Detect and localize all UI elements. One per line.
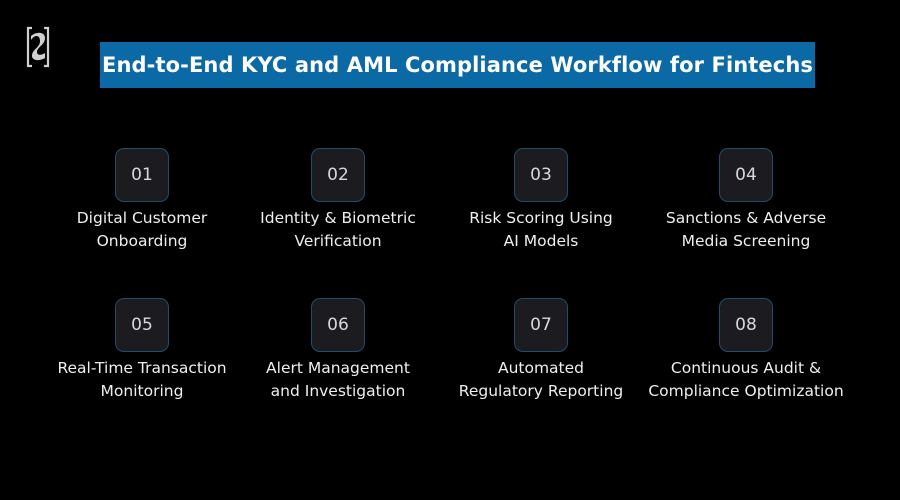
step-label-line2: Monitoring [100,382,184,400]
step-label: Digital Customer Onboarding [77,207,208,253]
step-number-box: 07 [514,298,568,352]
step-number-box: 01 [115,148,169,202]
title-banner: End-to-End KYC and AML Compliance Workfl… [100,42,815,88]
brand-logo-icon [26,26,50,68]
step-01: 01 Digital Customer Onboarding [37,148,247,253]
step-number-box: 06 [311,298,365,352]
step-03: 03 Risk Scoring Using AI Models [436,148,646,253]
step-label-line1: Automated [497,359,585,377]
step-label-line1: Alert Management [266,359,410,377]
step-label-line1: Risk Scoring Using [469,209,613,227]
step-label-line2: AI Models [503,232,579,250]
step-label-line2: Onboarding [96,232,188,250]
step-number-box: 02 [311,148,365,202]
step-number-box: 08 [719,298,773,352]
step-02: 02 Identity & Biometric Verification [233,148,443,253]
step-label-line2: Regulatory Reporting [458,382,624,400]
step-number-box: 05 [115,298,169,352]
step-07: 07 Automated Regulatory Reporting [436,298,646,403]
step-05: 05 Real-Time Transaction Monitoring [37,298,247,403]
step-label-line2: and Investigation [270,382,406,400]
page-title: End-to-End KYC and AML Compliance Workfl… [102,53,813,77]
step-label-line1: Sanctions & Adverse [665,209,827,227]
step-label-line1: Real-Time Transaction [57,359,227,377]
step-label-line2: Compliance Optimization [648,382,844,400]
step-label: Risk Scoring Using AI Models [469,207,613,253]
step-label-line1: Identity & Biometric [260,209,416,227]
step-label: Sanctions & Adverse Media Screening [666,207,826,253]
step-label: Real-Time Transaction Monitoring [57,357,226,403]
step-04: 04 Sanctions & Adverse Media Screening [641,148,851,253]
step-label-line1: Digital Customer [76,209,208,227]
step-label-line2: Verification [294,232,382,250]
step-label: Identity & Biometric Verification [260,207,416,253]
step-label-line2: Media Screening [681,232,811,250]
step-label: Alert Management and Investigation [266,357,410,403]
step-label-line1: Continuous Audit & [670,359,822,377]
step-number-box: 04 [719,148,773,202]
step-label: Automated Regulatory Reporting [459,357,623,403]
step-label: Continuous Audit & Compliance Optimizati… [648,357,843,403]
step-number-box: 03 [514,148,568,202]
step-06: 06 Alert Management and Investigation [233,298,443,403]
step-08: 08 Continuous Audit & Compliance Optimiz… [641,298,851,403]
